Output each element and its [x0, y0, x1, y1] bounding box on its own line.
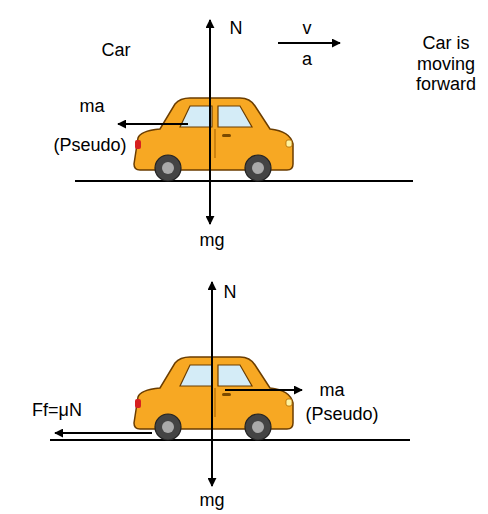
- force-label: mg: [199, 490, 224, 511]
- force-label: Ff=μN: [32, 400, 82, 421]
- force-label: N: [230, 18, 243, 39]
- pseudo-force-arrow: [225, 389, 302, 391]
- weight-arrow: [211, 395, 213, 486]
- force-label: mg: [199, 230, 224, 251]
- car-picture: [134, 98, 293, 181]
- car-picture: [134, 357, 293, 440]
- friction-arrow: [55, 432, 152, 434]
- force-note: (Pseudo): [53, 135, 126, 156]
- note-text: Car is moving forward: [408, 33, 484, 95]
- motion-arrow: [278, 42, 340, 44]
- weight-arrow: [209, 125, 211, 224]
- velocity-label: v: [303, 18, 312, 39]
- force-label: ma: [319, 380, 344, 401]
- pseudo-force-arrow: [118, 123, 188, 125]
- force-note: (Pseudo): [305, 404, 378, 425]
- object-label: Car: [101, 40, 130, 61]
- ground-line: [75, 180, 413, 182]
- force-label: ma: [79, 96, 104, 117]
- ground-line: [50, 439, 410, 441]
- acceleration-label: a: [302, 49, 312, 70]
- normal-force-arrow: [211, 282, 213, 395]
- force-label: N: [224, 282, 237, 303]
- normal-force-arrow: [209, 20, 211, 125]
